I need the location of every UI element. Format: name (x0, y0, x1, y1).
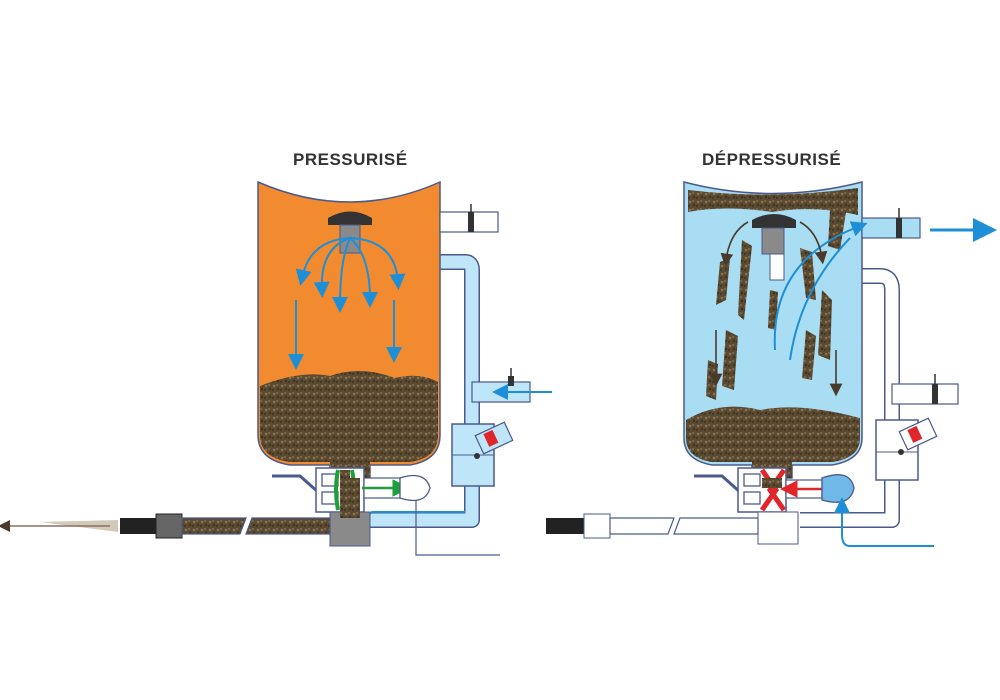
depressurized-title: DÉPRESSURISÉ (702, 150, 842, 169)
pinch-valve-closed (694, 467, 934, 547)
falling-material (706, 210, 846, 400)
discharge-hose (120, 518, 160, 534)
pressurized-title: PRESSURISÉ (293, 150, 408, 169)
depressurized-vessel (546, 181, 997, 547)
pressurized-vessel (0, 180, 552, 556)
material-pile (260, 370, 438, 478)
diffuser (328, 211, 372, 225)
